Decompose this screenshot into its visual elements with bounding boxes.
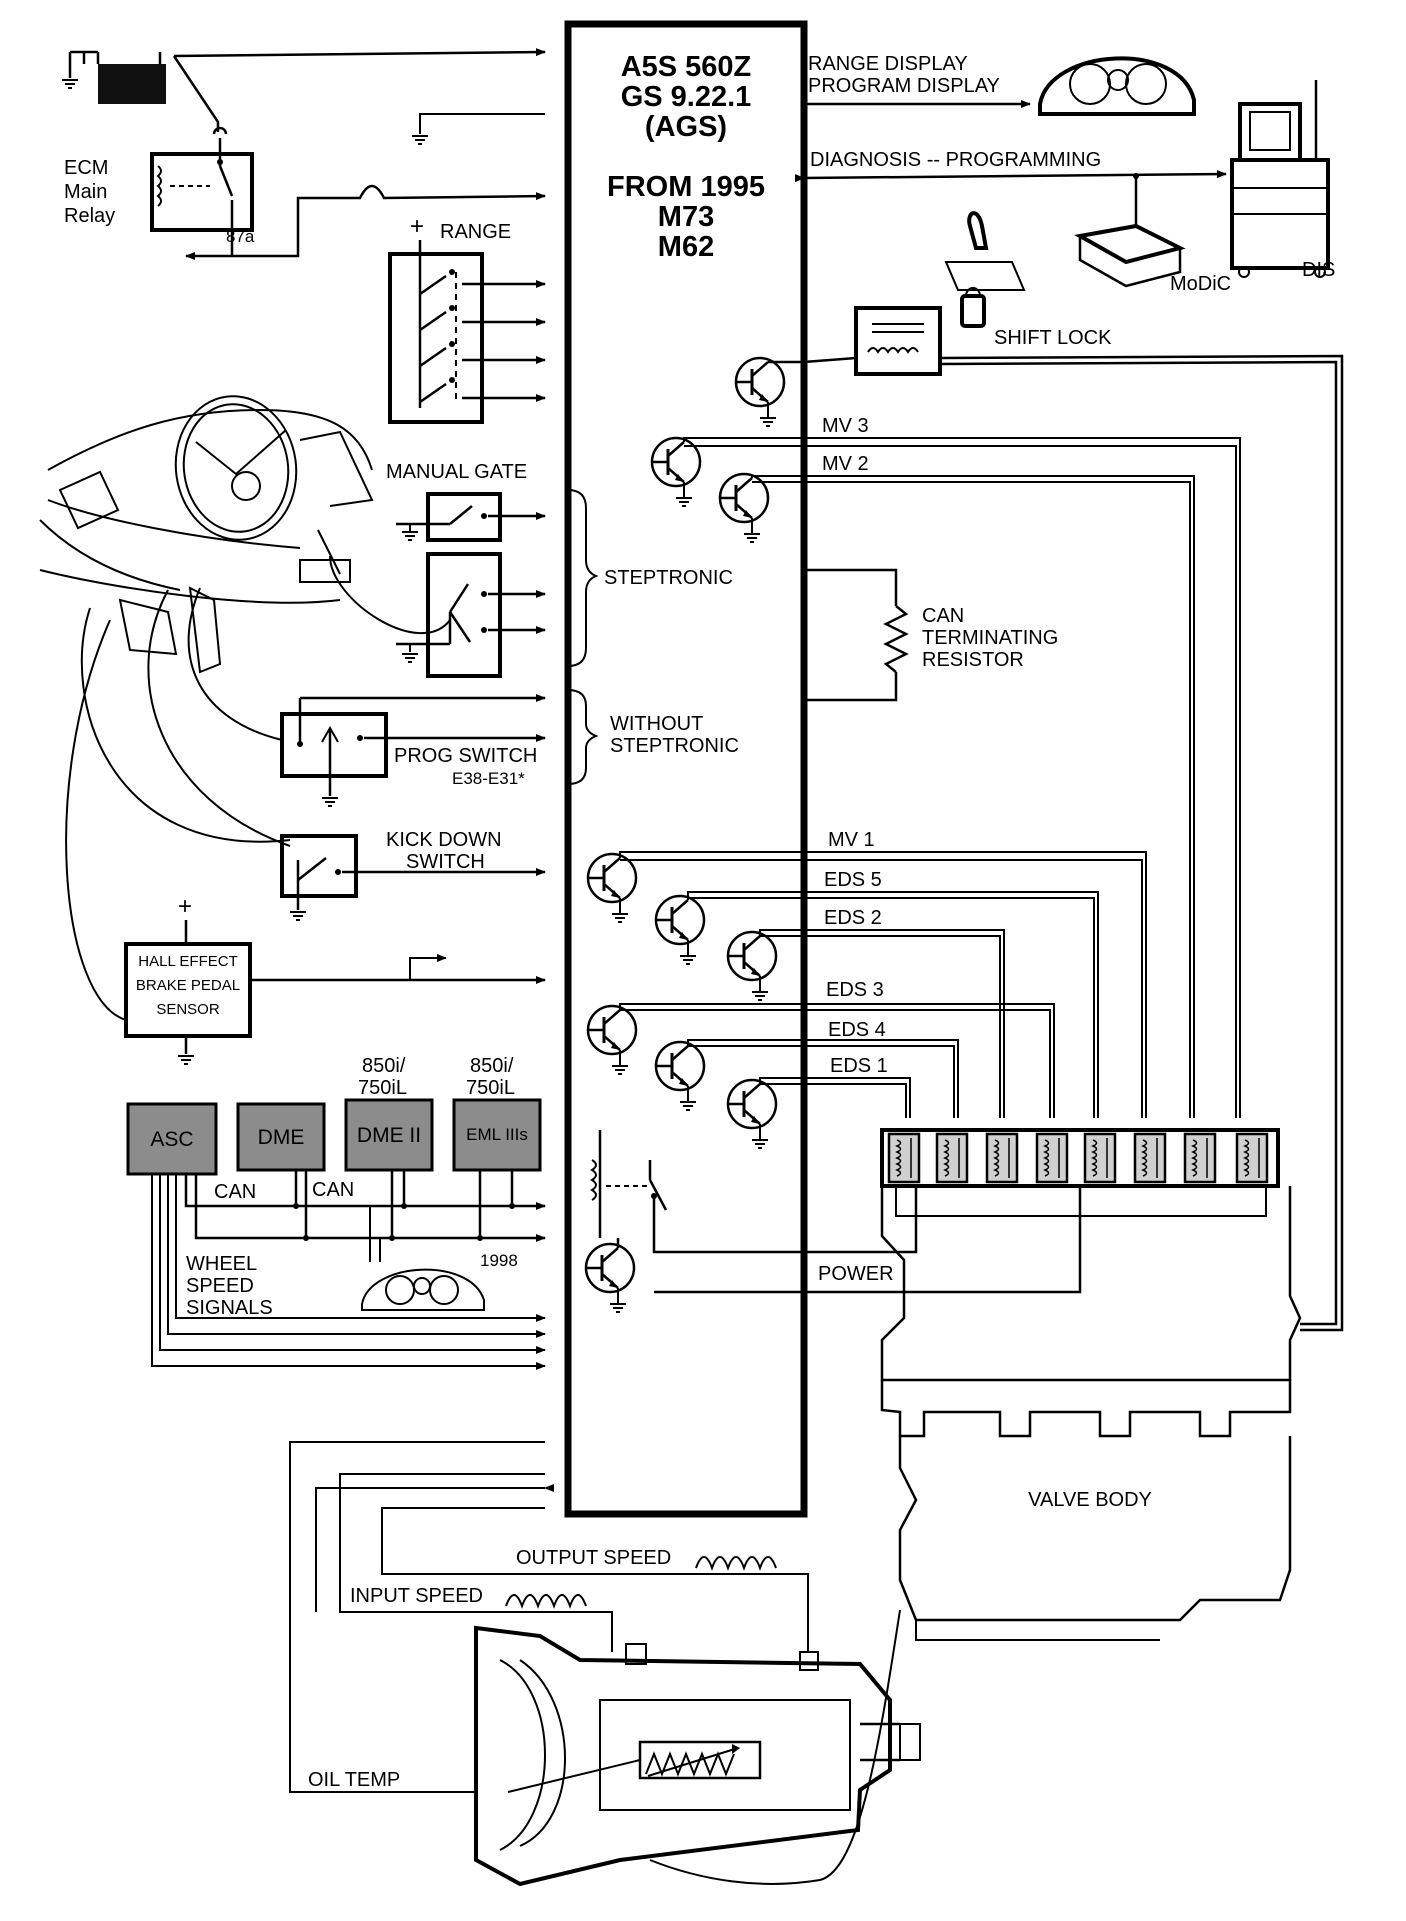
battery-to-module-wire [173, 48, 546, 58]
relay-87a-wire [232, 184, 546, 258]
range-label: RANGE [440, 221, 511, 243]
wheel-label-3: SIGNALS [186, 1297, 273, 1319]
ecu-dme-label: DME [258, 1126, 305, 1149]
module-line2: GS 9.22.1 [621, 81, 752, 113]
manual-gate-label: MANUAL GATE [386, 461, 527, 483]
model-label-2b: 750iL [466, 1077, 515, 1099]
model-label-1b: 750iL [358, 1077, 407, 1099]
shift-lever [944, 211, 1026, 328]
battery [61, 50, 166, 104]
module-line4: FROM 1995 [607, 171, 765, 203]
mv3-label: MV 3 [822, 415, 869, 437]
ecm-label-1: ECM [64, 157, 108, 179]
shift-lock-solenoid [854, 306, 942, 376]
kickdown-switch [280, 834, 358, 921]
instrument-cluster [1038, 56, 1196, 116]
power-relay [590, 1130, 668, 1238]
oil-temp-label: OIL TEMP [308, 1769, 400, 1791]
steptronic-brace [567, 489, 599, 667]
egs-module-box [564, 20, 808, 1518]
without-label-1: WITHOUT [610, 713, 703, 735]
can-label-b: CAN [312, 1179, 354, 1201]
can-res-label-2: TERMINATING [922, 627, 1058, 649]
year-1998-label: 1998 [480, 1251, 518, 1270]
valve-body-housing [880, 1186, 1302, 1641]
eds1-label: EDS 1 [830, 1055, 888, 1077]
ecm-label-3: Relay [64, 205, 115, 227]
manual-gate-switch [396, 492, 502, 542]
module-line3: (AGS) [645, 111, 727, 143]
shift-lock-label: SHIFT LOCK [994, 327, 1112, 349]
pin-87a: 87a [226, 227, 255, 246]
can-res-label-1: CAN [922, 605, 964, 627]
ecm-main-relay [150, 126, 254, 256]
cockpit-illustration [39, 395, 374, 674]
mv2-label: MV 2 [822, 453, 869, 475]
without-label-2: STEPTRONIC [610, 735, 739, 757]
prog-switch-label: PROG SWITCH [394, 745, 537, 767]
can-label-a: CAN [214, 1181, 256, 1203]
modic-device [1074, 223, 1186, 288]
hall-plus: + [178, 893, 192, 920]
ecu-eml-label: EML IIIs [466, 1125, 528, 1144]
steptronic-label: STEPTRONIC [604, 567, 733, 589]
mv1-label: MV 1 [828, 829, 875, 851]
program-display-label: PROGRAM DISPLAY [808, 75, 1000, 97]
modic-label: MoDiC [1170, 273, 1231, 295]
module-line6: M62 [658, 231, 714, 263]
range-display-label: RANGE DISPLAY [808, 53, 968, 75]
dis-label: DIS [1302, 259, 1335, 281]
wheel-label-2: SPEED [186, 1275, 254, 1297]
range-switch [388, 240, 484, 424]
diagnosis-label: DIAGNOSIS -- PROGRAMMING [810, 149, 1101, 171]
ecu-asc-label: ASC [150, 1128, 193, 1151]
prog-switch [280, 694, 546, 807]
kickdown-label-2: SWITCH [406, 851, 485, 873]
steptronic-switch [396, 552, 502, 678]
range-plus: + [410, 213, 424, 240]
hall-label-1: HALL EFFECT [138, 953, 237, 970]
hall-effect-sensor [124, 942, 252, 1038]
battery-to-relay-wire [172, 55, 220, 132]
eds5-label: EDS 5 [824, 869, 882, 891]
power-label: POWER [818, 1263, 894, 1285]
model-label-1a: 850i/ [362, 1055, 406, 1077]
input-speed-label: INPUT SPEED [350, 1585, 483, 1607]
module-line5: M73 [658, 201, 714, 233]
kickdown-label-1: KICK DOWN [386, 829, 502, 851]
valve-body-label: VALVE BODY [1028, 1489, 1152, 1511]
can-res-label-3: RESISTOR [922, 649, 1024, 671]
ecu-dme-ii [344, 1098, 434, 1172]
ecu-dme-ii-label: DME II [357, 1124, 421, 1147]
prog-models-label: E38-E31* [452, 769, 525, 788]
output-speed-label: OUTPUT SPEED [516, 1547, 671, 1569]
dis-tester [1230, 80, 1330, 278]
eds3-label: EDS 3 [826, 979, 884, 1001]
ecm-label-2: Main [64, 181, 107, 203]
module-line1: A5S 560Z [621, 51, 752, 83]
ecu-asc [126, 1102, 218, 1176]
hall-label-3: SENSOR [156, 1001, 220, 1018]
wheel-label-1: WHEEL [186, 1253, 257, 1275]
transmission [474, 1625, 921, 1887]
model-label-2a: 850i/ [470, 1055, 514, 1077]
ecu-eml [452, 1098, 542, 1172]
module-ground-wire [419, 113, 545, 134]
instrument-cluster-1998 [361, 1268, 485, 1311]
eds2-label: EDS 2 [824, 907, 882, 929]
without-steptronic-brace [567, 689, 599, 785]
eds4-label: EDS 4 [828, 1019, 886, 1041]
ecu-dme [236, 1102, 326, 1172]
hall-label-2: BRAKE PEDAL [136, 977, 240, 994]
